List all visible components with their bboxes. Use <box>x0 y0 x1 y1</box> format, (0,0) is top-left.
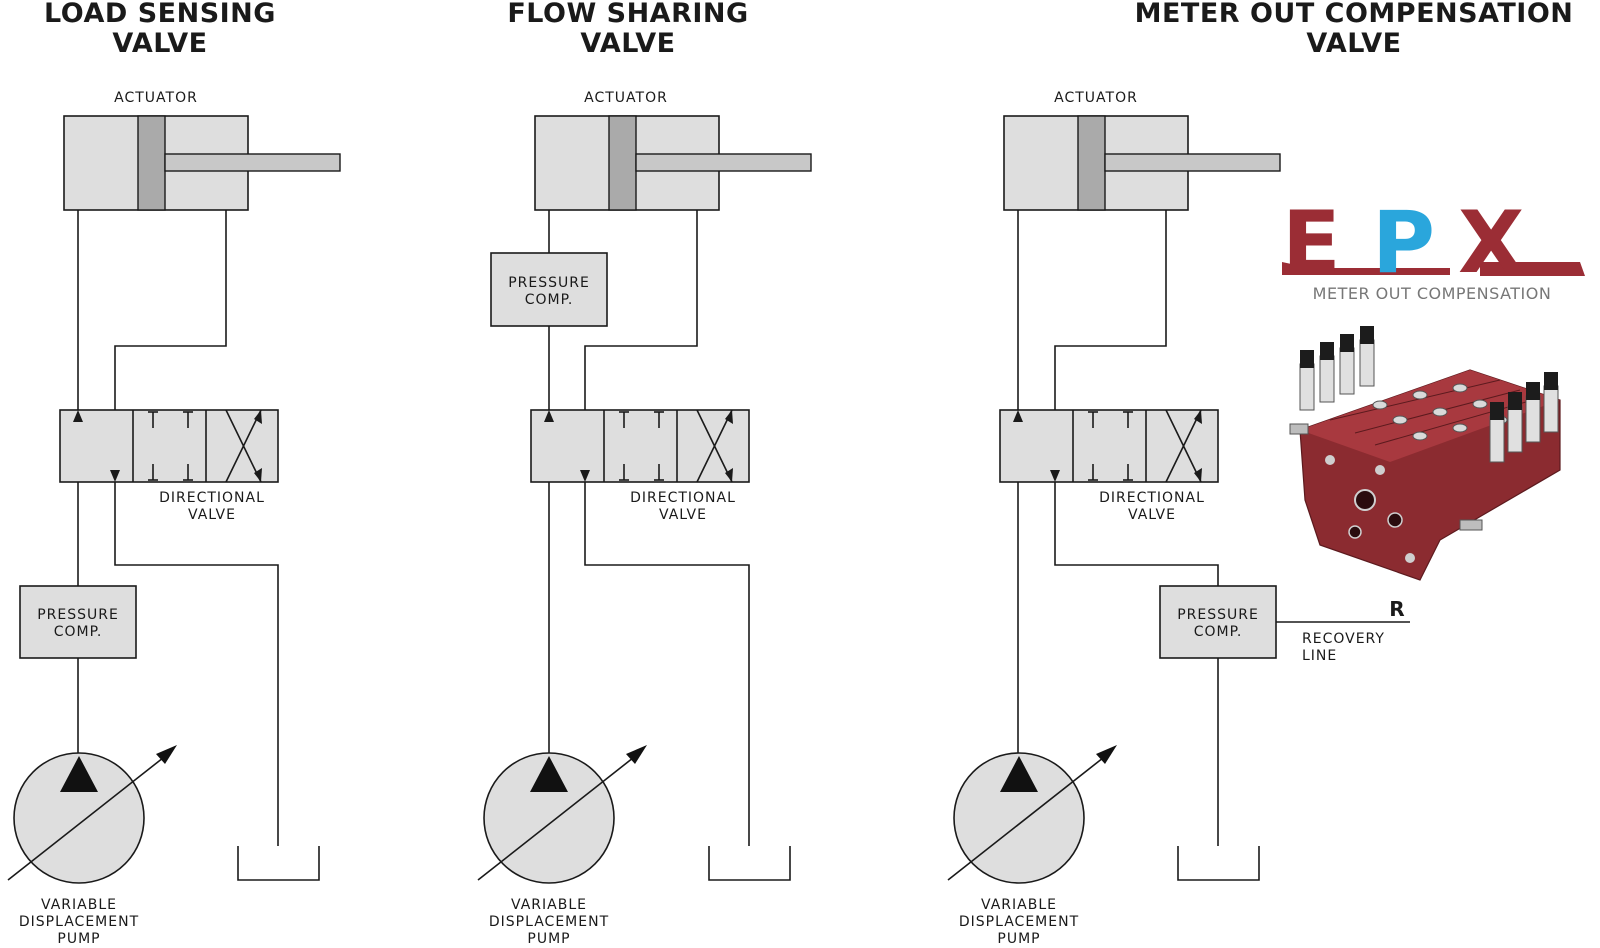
directional-valve <box>999 409 1219 483</box>
pressure-comp-box <box>490 252 608 327</box>
pump-symbol <box>7 745 177 884</box>
actuator-label: ACTUATOR <box>1054 90 1138 106</box>
pressure-comp-label-line2: COMP. <box>54 624 103 640</box>
logo-tagline: METER OUT COMPENSATION <box>1313 284 1552 303</box>
tank-symbol <box>237 846 320 881</box>
directional-valve-label-line1: DIRECTIONAL <box>1099 490 1205 506</box>
logo-letter-e: E <box>1282 193 1341 293</box>
pressure-comp-label-line2: COMP. <box>525 292 574 308</box>
pump-label-line1: VARIABLE <box>41 897 117 913</box>
pressure-comp-label-line1: PRESSURE <box>37 607 119 623</box>
pump-label-line3: PUMP <box>527 931 570 947</box>
directional-valve-label-line1: DIRECTIONAL <box>159 490 265 506</box>
pressure-comp-label-line1: PRESSURE <box>1177 607 1259 623</box>
actuator-cylinder <box>63 115 341 211</box>
pump-label-line1: VARIABLE <box>511 897 587 913</box>
actuator-cylinder <box>1003 115 1281 211</box>
circuit-flow-sharing: ACTUATOR PRESSURE COMP. DI <box>477 90 812 947</box>
actuator-cylinder <box>534 115 812 211</box>
pressure-comp-box <box>1159 585 1277 659</box>
pressure-comp-box <box>19 585 137 659</box>
circuit-load-sensing: ACTUATOR DIRECTIONAL VALVE <box>7 90 341 947</box>
pump-label-line2: DISPLACEMENT <box>489 914 609 930</box>
pump-label-line2: DISPLACEMENT <box>19 914 139 930</box>
title-load-sensing-line2: VALVE <box>112 28 207 59</box>
logo-letter-p: P <box>1372 193 1435 293</box>
directional-valve-label-line1: DIRECTIONAL <box>630 490 736 506</box>
circuit-meter-out: ACTUATOR DIRECTIONAL VALVE <box>947 90 1410 947</box>
pump-symbol <box>477 745 647 884</box>
actuator-label: ACTUATOR <box>584 90 668 106</box>
pump-label-line3: PUMP <box>57 931 100 947</box>
actuator-label: ACTUATOR <box>114 90 198 106</box>
pump-symbol <box>947 745 1117 884</box>
pump-label-line2: DISPLACEMENT <box>959 914 1079 930</box>
tank-symbol <box>1177 846 1260 881</box>
pressure-comp-label-line2: COMP. <box>1194 624 1243 640</box>
recovery-line-label-line2: LINE <box>1302 648 1337 664</box>
title-flow-sharing-line2: VALVE <box>580 28 675 59</box>
hydraulic-line <box>114 210 279 846</box>
directional-valve-label-line2: VALVE <box>1128 507 1176 523</box>
title-meter-out-line2: VALVE <box>1306 28 1401 59</box>
recovery-line-label-line1: RECOVERY <box>1302 631 1385 647</box>
directional-valve <box>530 409 750 483</box>
directional-valve-label-line2: VALVE <box>188 507 236 523</box>
logo-letter-x: X <box>1458 193 1524 293</box>
pump-label-line1: VARIABLE <box>981 897 1057 913</box>
valve-block-image <box>1289 326 1561 581</box>
title-flow-sharing-line1: FLOW SHARING <box>507 0 748 29</box>
title-load-sensing-line1: LOAD SENSING <box>44 0 276 29</box>
epx-logo: E P X METER OUT COMPENSATION <box>1282 193 1585 303</box>
hydraulic-line <box>1054 210 1219 586</box>
recovery-r-label: R <box>1389 597 1404 621</box>
hydraulic-line <box>584 210 750 846</box>
pump-label-line3: PUMP <box>997 931 1040 947</box>
title-meter-out-line1: METER OUT COMPENSATION <box>1135 0 1574 29</box>
directional-valve-label-line2: VALVE <box>659 507 707 523</box>
pressure-comp-label-line1: PRESSURE <box>508 275 590 291</box>
directional-valve <box>59 409 279 483</box>
tank-symbol <box>708 846 791 881</box>
